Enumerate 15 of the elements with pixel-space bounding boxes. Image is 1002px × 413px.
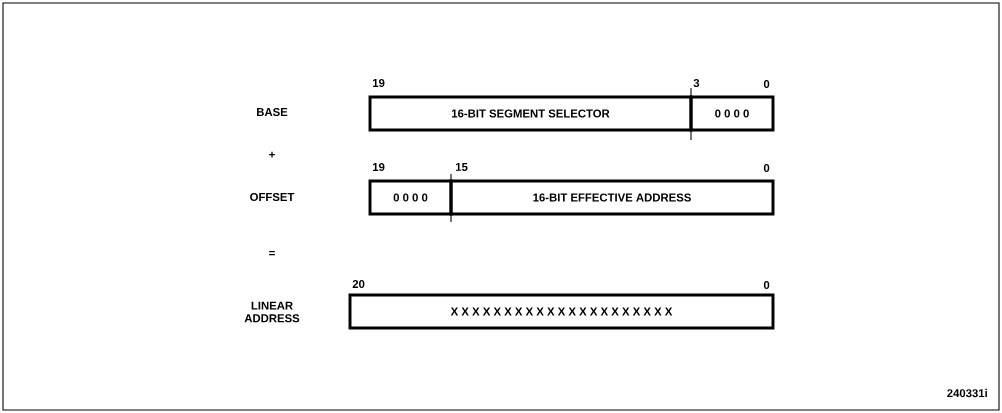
register-field: 0 0 0 0	[689, 95, 775, 132]
operator-sign: =	[269, 251, 275, 256]
row-label: LINEAR ADDRESS	[244, 301, 300, 323]
register-field: 16-BIT SEGMENT SELECTOR	[368, 95, 693, 132]
bit-number: 3	[693, 79, 700, 87]
bit-number: 0	[763, 164, 770, 172]
bit-number: 15	[456, 163, 468, 171]
register-field: 16-BIT EFFECTIVE ADDRESS	[449, 179, 775, 216]
register-field: 0 0 0 0	[368, 179, 453, 216]
bit-number: 19	[373, 163, 385, 171]
register-field: X X X X X X X X X X X X X X X X X X X X X	[348, 293, 775, 330]
operator-sign: +	[269, 151, 275, 158]
row-label: OFFSET	[250, 193, 295, 201]
figure-number: 240331i	[947, 388, 987, 398]
row-label: BASE	[257, 108, 288, 116]
